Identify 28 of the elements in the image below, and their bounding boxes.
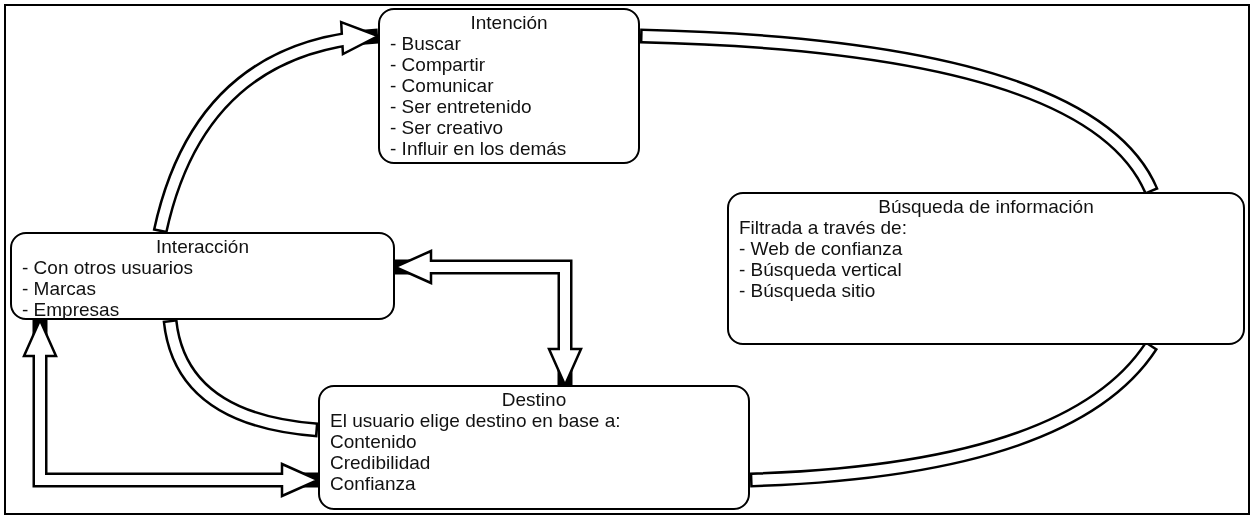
box-heading: Interacción: [155, 236, 250, 257]
rounded-box: [727, 192, 1245, 345]
box-heading: Intención: [469, 12, 549, 33]
list-item: - Empresas: [22, 299, 121, 320]
list-item: Credibilidad: [330, 452, 432, 473]
list-item: - Influir en los demás: [390, 138, 568, 159]
list-item: - Web de confianza: [739, 238, 904, 259]
rounded-box: [10, 232, 395, 320]
box-heading: Destino: [500, 389, 568, 410]
list-item: El usuario elige destino en base a:: [330, 410, 622, 431]
list-item: - Búsqueda vertical: [739, 259, 903, 280]
list-item: Confianza: [330, 473, 417, 494]
list-item: - Ser creativo: [390, 117, 504, 138]
list-item: - Ser entretenido: [390, 96, 533, 117]
rounded-box: [318, 385, 750, 510]
list-item: - Marcas: [22, 278, 97, 299]
rounded-box: [378, 8, 640, 164]
list-item: - Compartir: [390, 54, 486, 75]
hollow-arrow: [393, 249, 583, 387]
list-item: Filtrada a través de:: [739, 217, 908, 238]
list-item: - Búsqueda sitio: [739, 280, 877, 301]
list-item: - Con otros usuarios: [22, 257, 195, 278]
hollow-arrow: [22, 318, 320, 498]
list-item: Contenido: [330, 431, 418, 452]
hollow-arrow: [152, 22, 380, 234]
list-item: - Comunicar: [390, 75, 495, 96]
box-heading: Búsqueda de información: [877, 196, 1095, 217]
list-item: - Buscar: [390, 33, 462, 54]
